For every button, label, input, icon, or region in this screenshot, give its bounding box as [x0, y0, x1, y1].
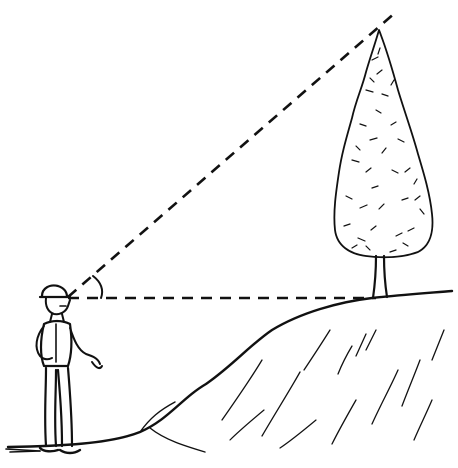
hillside	[6, 291, 452, 452]
tree	[334, 30, 432, 298]
angle-of-elevation-arc	[93, 276, 102, 298]
observer	[10, 285, 102, 453]
sight-line-to-treetop	[68, 12, 396, 297]
